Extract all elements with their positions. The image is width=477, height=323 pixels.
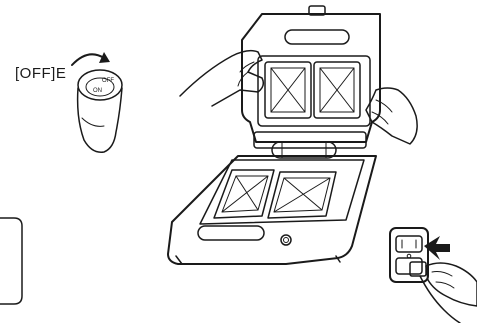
timer-label: [OFF]E xyxy=(15,65,66,82)
right-hand-illustration xyxy=(366,88,417,144)
plug-hand-outline xyxy=(426,263,477,306)
outlet-socket-top xyxy=(396,236,422,252)
timer-knob-illustration: OFF ON xyxy=(72,52,122,152)
knob-off-mark: OFF xyxy=(102,78,114,84)
lid-handle-slot xyxy=(285,30,349,44)
left-hand-outline xyxy=(180,51,263,106)
sandwich-maker-illustration xyxy=(168,6,380,264)
plug-hand-finger-a xyxy=(432,272,452,277)
wall-outlet-illustration xyxy=(390,228,450,282)
side-panel-outline xyxy=(0,218,22,304)
rotate-arrow-icon xyxy=(72,54,104,65)
right-hand-finger-a xyxy=(376,100,392,112)
knob-on-mark: ON xyxy=(93,88,102,94)
indicator-light xyxy=(281,235,291,245)
plug-hand-illustration xyxy=(410,262,477,323)
lower-base xyxy=(168,156,376,264)
left-hand-illustration xyxy=(180,51,263,106)
plug-hand-finger-b xyxy=(436,282,454,288)
outlet-socket-bottom xyxy=(396,258,422,274)
hinge-bar xyxy=(254,132,366,148)
right-hand-outline xyxy=(366,88,417,144)
base-handle-slot xyxy=(198,226,264,240)
knob-shading xyxy=(82,118,104,126)
arrow-head-icon xyxy=(99,52,110,63)
indicator-light-inner xyxy=(284,238,289,243)
